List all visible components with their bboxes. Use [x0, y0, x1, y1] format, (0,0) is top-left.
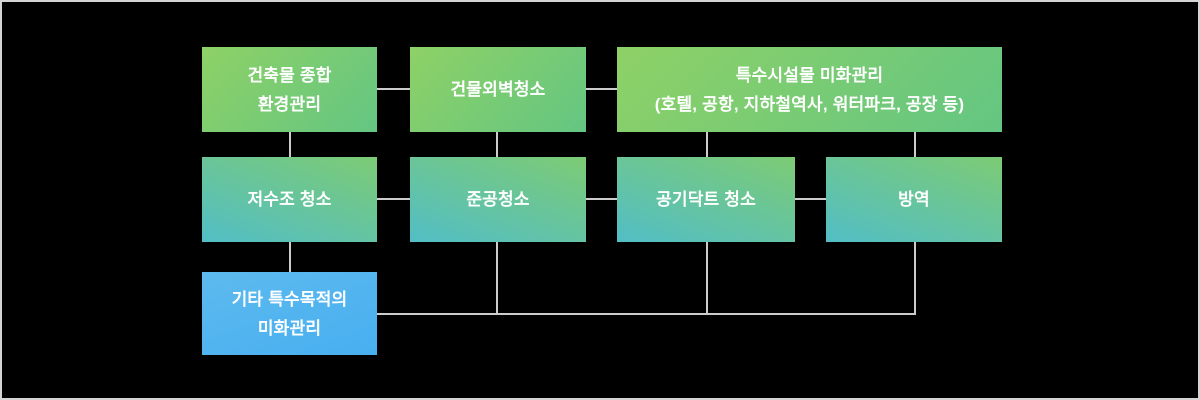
node-label: 특수시설물 미화관리 [735, 65, 884, 85]
node-pest-control: 방역 [826, 157, 1002, 242]
node-exterior-cleaning: 건물외벽청소 [410, 47, 586, 132]
node-other-special: 기타 특수목적의 미화관리 [202, 272, 377, 355]
node-sublabel: (호텔, 공항, 지하철역사, 워터파크, 공장 등) [654, 94, 965, 114]
connector-v-exterior-completion [496, 132, 498, 157]
connector-v-specialfacility-pestcontrol [914, 132, 916, 157]
node-label: 준공청소 [466, 190, 530, 209]
connector-h-completion-airduct [586, 198, 617, 200]
connector-v-watertank-otherspecial [289, 242, 291, 272]
connector-h-buildingenv-exterior [377, 88, 410, 90]
node-label: 기타 특수목적의 [231, 289, 348, 309]
node-label: 공기닥트 청소 [656, 190, 756, 209]
node-label: 환경관리 [257, 94, 322, 114]
connector-v-airduct-bus [706, 242, 708, 315]
node-label: 방역 [898, 190, 930, 209]
node-completion-cleaning: 준공청소 [410, 157, 586, 242]
connector-v-specialfacility-airduct [706, 132, 708, 157]
connector-h-airduct-pestcontrol [795, 198, 826, 200]
node-air-duct: 공기닥트 청소 [617, 157, 795, 242]
connector-h-exterior-specialfacility [586, 88, 617, 90]
node-label: 건축물 종합 [247, 65, 332, 85]
node-label: 저수조 청소 [247, 190, 332, 209]
connector-h-watertank-completion [377, 198, 410, 200]
connector-v-pestcontrol-bus [914, 242, 916, 315]
node-label: 건물외벽청소 [450, 80, 546, 99]
node-special-facility: 특수시설물 미화관리 (호텔, 공항, 지하철역사, 워터파크, 공장 등) [617, 47, 1002, 132]
connector-h-bottom-bus [377, 313, 916, 315]
node-building-env: 건축물 종합 환경관리 [202, 47, 377, 132]
node-water-tank: 저수조 청소 [202, 157, 377, 242]
connector-v-completion-bus [496, 242, 498, 315]
connector-v-buildingenv-watertank [289, 132, 291, 157]
node-label: 미화관리 [257, 318, 322, 338]
